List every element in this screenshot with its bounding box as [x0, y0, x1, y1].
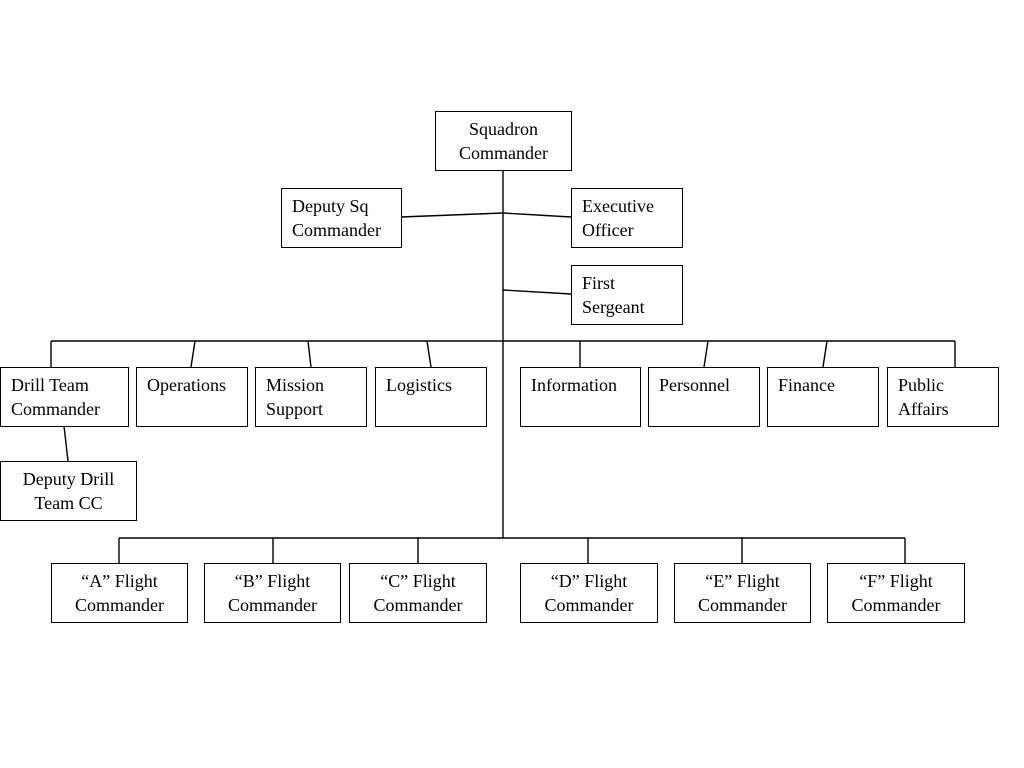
node-label-line1: Deputy Sq: [292, 196, 369, 216]
node-label-line1: “F” Flight: [859, 571, 933, 591]
node-label-line1: Logistics: [386, 375, 452, 395]
node-label-line2: Support: [266, 399, 324, 419]
node-executive-officer: Executive Officer: [571, 188, 683, 248]
node-squadron-commander: Squadron Commander: [435, 111, 572, 171]
node-label-line2: Commander: [11, 399, 100, 419]
node-label-line1: Operations: [147, 375, 226, 395]
node-label-line2: Commander: [373, 595, 463, 615]
connector-first-sergeant: [502, 289, 572, 295]
node-label-line1: Information: [531, 375, 617, 395]
node-label-line2: Commander: [851, 595, 941, 615]
connector-deputy-drill: [63, 425, 69, 462]
node-deputy-sq-commander: Deputy Sq Commander: [281, 188, 402, 248]
node-label-line2: Commander: [75, 595, 164, 615]
node-label-line1: Executive: [582, 196, 654, 216]
node-public-affairs: Public Affairs: [887, 367, 999, 427]
drop-finance: [822, 340, 828, 368]
node-flight-b-commander: “B” Flight Commander: [204, 563, 341, 623]
node-label-line2: Sergeant: [582, 297, 645, 317]
node-label-line1: Drill Team: [11, 375, 89, 395]
node-label-line1: Mission: [266, 375, 325, 395]
node-label-line1: Finance: [778, 375, 835, 395]
connector-deputy-sq: [400, 212, 504, 218]
node-flight-d-commander: “D” Flight Commander: [520, 563, 658, 623]
node-information: Information: [520, 367, 641, 427]
node-flight-c-commander: “C” Flight Commander: [349, 563, 487, 623]
node-operations: Operations: [136, 367, 248, 427]
node-label-line1: “E” Flight: [705, 571, 780, 591]
node-label-line1: “D” Flight: [550, 571, 628, 591]
node-label-line2: Commander: [459, 143, 548, 163]
node-label-line2: Commander: [292, 220, 381, 240]
node-label-line2: Team CC: [34, 493, 103, 513]
node-logistics: Logistics: [375, 367, 487, 427]
node-first-sergeant: First Sergeant: [571, 265, 683, 325]
node-drill-team-commander: Drill Team Commander: [0, 367, 129, 427]
node-label-line2: Commander: [228, 595, 317, 615]
drop-personnel: [703, 340, 709, 368]
node-label-line1: “A” Flight: [81, 571, 158, 591]
node-label-line2: Commander: [698, 595, 787, 615]
drop-logistics: [426, 340, 432, 368]
node-label-line1: Personnel: [659, 375, 730, 395]
node-label-line2: Affairs: [898, 399, 949, 419]
node-flight-f-commander: “F” Flight Commander: [827, 563, 965, 623]
node-label-line1: Deputy Drill: [22, 469, 115, 489]
node-flight-e-commander: “E” Flight Commander: [674, 563, 811, 623]
node-personnel: Personnel: [648, 367, 760, 427]
drop-mission-support: [307, 340, 312, 368]
drop-operations: [190, 340, 196, 368]
node-label-line1: Public: [898, 375, 945, 395]
node-label-line2: Commander: [544, 595, 634, 615]
node-label-line1: First: [582, 273, 616, 293]
node-label-line1: “C” Flight: [380, 571, 456, 591]
node-label-line1: “B” Flight: [234, 571, 311, 591]
node-finance: Finance: [767, 367, 879, 427]
node-label-line1: Squadron: [469, 119, 538, 139]
node-deputy-drill-team-cc: Deputy Drill Team CC: [0, 461, 137, 521]
node-flight-a-commander: “A” Flight Commander: [51, 563, 188, 623]
node-label-line2: Officer: [582, 220, 634, 240]
connector-executive-officer: [502, 212, 572, 218]
node-mission-support: Mission Support: [255, 367, 367, 427]
